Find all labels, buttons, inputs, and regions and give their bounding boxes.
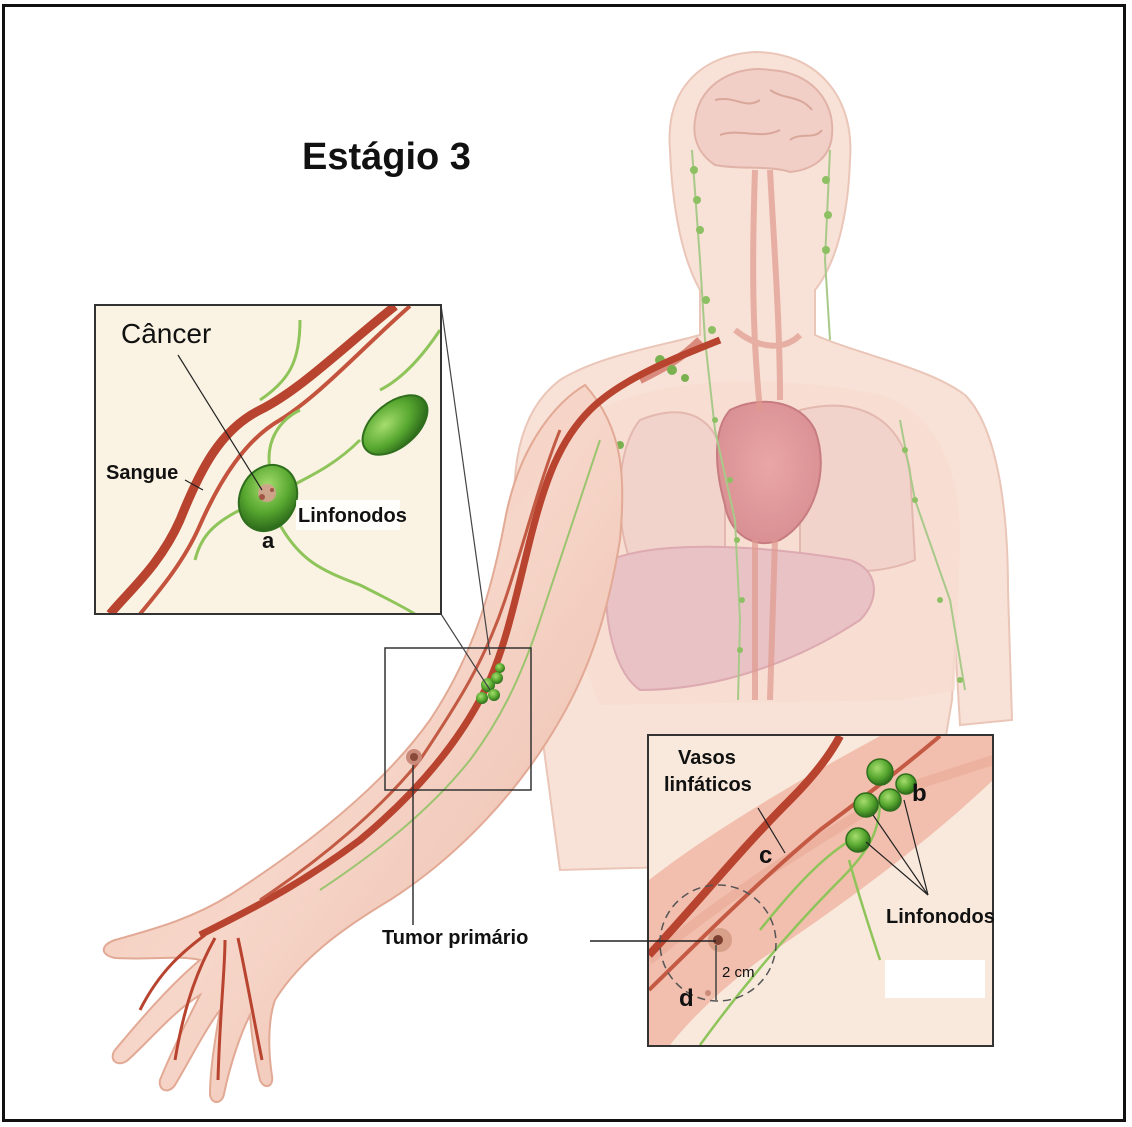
diagram-title: Estágio 3: [302, 136, 471, 179]
label-lymph-vessels-line2: linfáticos: [664, 774, 752, 797]
label-blood: Sangue: [106, 462, 178, 485]
label-lymph-nodes-bottom: Linfonodos: [886, 906, 995, 929]
label-primary-tumor: Tumor primário: [382, 927, 528, 950]
marker-d: d: [679, 985, 694, 1013]
label-lymph-nodes-top: Linfonodos: [298, 505, 407, 528]
label-distance: 2 cm: [722, 964, 755, 981]
outer-frame: [2, 4, 1126, 1122]
marker-b: b: [912, 780, 927, 808]
label-lymph-vessels-line1: Vasos: [678, 747, 736, 770]
marker-c: c: [759, 842, 772, 870]
label-cancer: Câncer: [121, 318, 211, 350]
marker-a: a: [262, 528, 274, 554]
